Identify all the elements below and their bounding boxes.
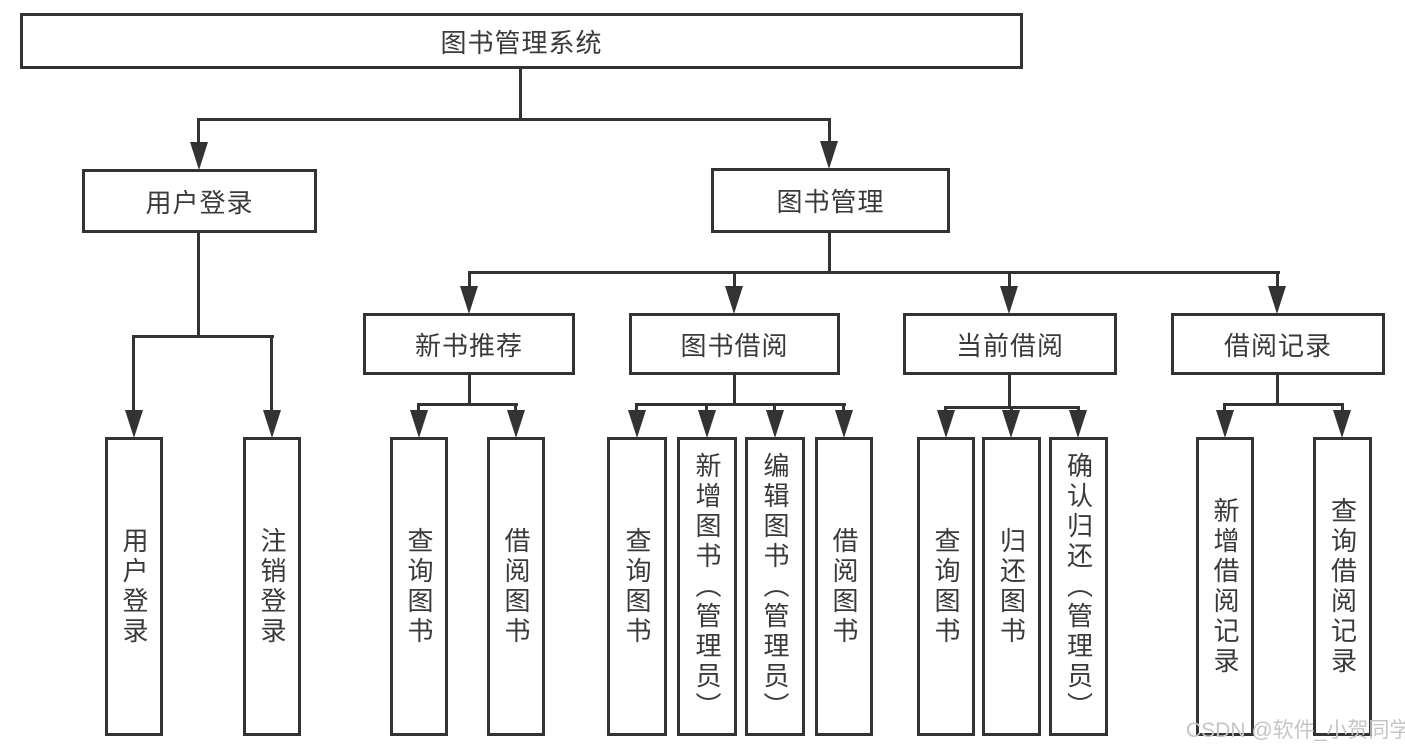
leaf-bb-edit-book-admin-label: 编辑图书（管理员） xyxy=(760,451,790,722)
watermark: CSDN @软件_小贺同学 xyxy=(1186,719,1405,742)
leaf-nbr-borrow-books: 借阅图书 xyxy=(487,437,545,736)
leaf-bb-add-book-admin-label: 新增图书（管理员） xyxy=(692,451,722,722)
leaf-bb-add-book-admin: 新增图书（管理员） xyxy=(677,437,737,736)
leaf-user-login-label: 用户登录 xyxy=(119,526,149,647)
node-borrowing-records-label: 借阅记录 xyxy=(1223,330,1332,361)
connector-nbr-rail xyxy=(418,403,518,406)
connector-br-stem xyxy=(1276,374,1279,405)
arrowhead-icon xyxy=(263,410,281,438)
arrowhead-icon xyxy=(725,286,743,314)
node-book-borrowing: 图书借阅 xyxy=(629,313,840,375)
arrowhead-icon xyxy=(1002,410,1020,438)
leaf-cb-confirm-return-admin: 确认归还（管理员） xyxy=(1049,437,1108,736)
connector-nbr-stem xyxy=(468,374,471,405)
connector-bb-stem xyxy=(733,374,736,405)
connector-cb-drop xyxy=(1008,271,1011,291)
node-book-management: 图书管理 xyxy=(711,168,950,233)
node-book-borrowing-label: 图书借阅 xyxy=(680,330,789,361)
leaf-br-query-record: 查询借阅记录 xyxy=(1313,437,1372,736)
leaf-user-login: 用户登录 xyxy=(105,437,163,736)
leaf-logout-label: 注销登录 xyxy=(257,526,287,647)
connector-book-mgmt-stem xyxy=(828,232,831,273)
leaf-cb-query-books: 查询图书 xyxy=(917,437,975,736)
leaf-br-query-record-label: 查询借阅记录 xyxy=(1327,496,1358,677)
arrowhead-icon xyxy=(766,410,784,438)
arrowhead-icon xyxy=(835,410,853,438)
leaf-nbr-query-books: 查询图书 xyxy=(390,437,448,736)
node-current-borrowing: 当前借阅 xyxy=(903,313,1117,375)
connector-cb-stem xyxy=(1008,374,1011,408)
node-user-login: 用户登录 xyxy=(82,169,317,233)
arrowhead-icon xyxy=(698,410,716,438)
node-new-book-recommend-label: 新书推荐 xyxy=(414,330,523,361)
leaf-br-add-record: 新增借阅记录 xyxy=(1196,437,1254,736)
node-current-borrowing-label: 当前借阅 xyxy=(955,330,1064,361)
connector-leaf-logout-drop xyxy=(270,335,273,415)
connector-br-drop xyxy=(1276,271,1279,291)
leaf-br-add-record-label: 新增借阅记录 xyxy=(1210,496,1240,677)
connector-user-login-rail xyxy=(133,335,274,338)
arrowhead-icon xyxy=(628,410,646,438)
arrowhead-icon xyxy=(125,410,143,438)
node-new-book-recommend: 新书推荐 xyxy=(363,313,575,375)
arrowhead-icon xyxy=(410,410,428,438)
leaf-cb-query-books-label: 查询图书 xyxy=(931,526,961,647)
leaf-bb-query-books-label: 查询图书 xyxy=(622,526,652,647)
node-root: 图书管理系统 xyxy=(20,13,1023,69)
arrowhead-icon xyxy=(1069,410,1087,438)
connector-user-login-stem xyxy=(197,232,200,336)
arrowhead-icon xyxy=(937,410,955,438)
node-root-label: 图书管理系统 xyxy=(440,27,603,58)
arrowhead-icon xyxy=(1000,286,1018,314)
leaf-bb-borrow-books-label: 借阅图书 xyxy=(829,526,859,647)
connector-bb-drop xyxy=(733,271,736,291)
arrowhead-icon xyxy=(1333,410,1351,438)
connector-br-rail xyxy=(1224,403,1344,406)
arrowhead-icon xyxy=(507,410,525,438)
leaf-logout: 注销登录 xyxy=(243,437,301,736)
arrowhead-icon xyxy=(460,286,478,314)
arrowhead-icon xyxy=(1268,286,1286,314)
leaf-bb-borrow-books: 借阅图书 xyxy=(815,437,873,736)
node-borrowing-records: 借阅记录 xyxy=(1171,313,1385,375)
leaf-nbr-query-books-label: 查询图书 xyxy=(404,526,434,647)
leaf-nbr-borrow-books-label: 借阅图书 xyxy=(501,526,531,647)
node-user-login-label: 用户登录 xyxy=(145,187,254,218)
connector-level3-rail xyxy=(468,271,1280,274)
leaf-cb-return-books-label: 归还图书 xyxy=(996,526,1027,647)
leaf-cb-confirm-return-admin-label: 确认归还（管理员） xyxy=(1063,451,1094,722)
arrowhead-icon xyxy=(820,141,838,169)
connector-nbr-drop xyxy=(468,271,471,291)
arrowhead-icon xyxy=(1216,410,1234,438)
leaf-bb-edit-book-admin: 编辑图书（管理员） xyxy=(745,437,805,736)
connector-bb-rail xyxy=(636,403,846,406)
node-book-management-label: 图书管理 xyxy=(776,187,885,217)
connector-user-login-drop xyxy=(197,118,200,150)
connector-root-stem xyxy=(519,69,522,119)
connector-level2-rail xyxy=(197,118,831,121)
connector-leaf-user-login-drop xyxy=(132,335,135,415)
leaf-cb-return-books: 归还图书 xyxy=(982,437,1041,736)
connector-book-mgmt-drop xyxy=(828,118,831,150)
arrowhead-icon xyxy=(190,142,208,170)
leaf-bb-query-books: 查询图书 xyxy=(607,437,667,736)
